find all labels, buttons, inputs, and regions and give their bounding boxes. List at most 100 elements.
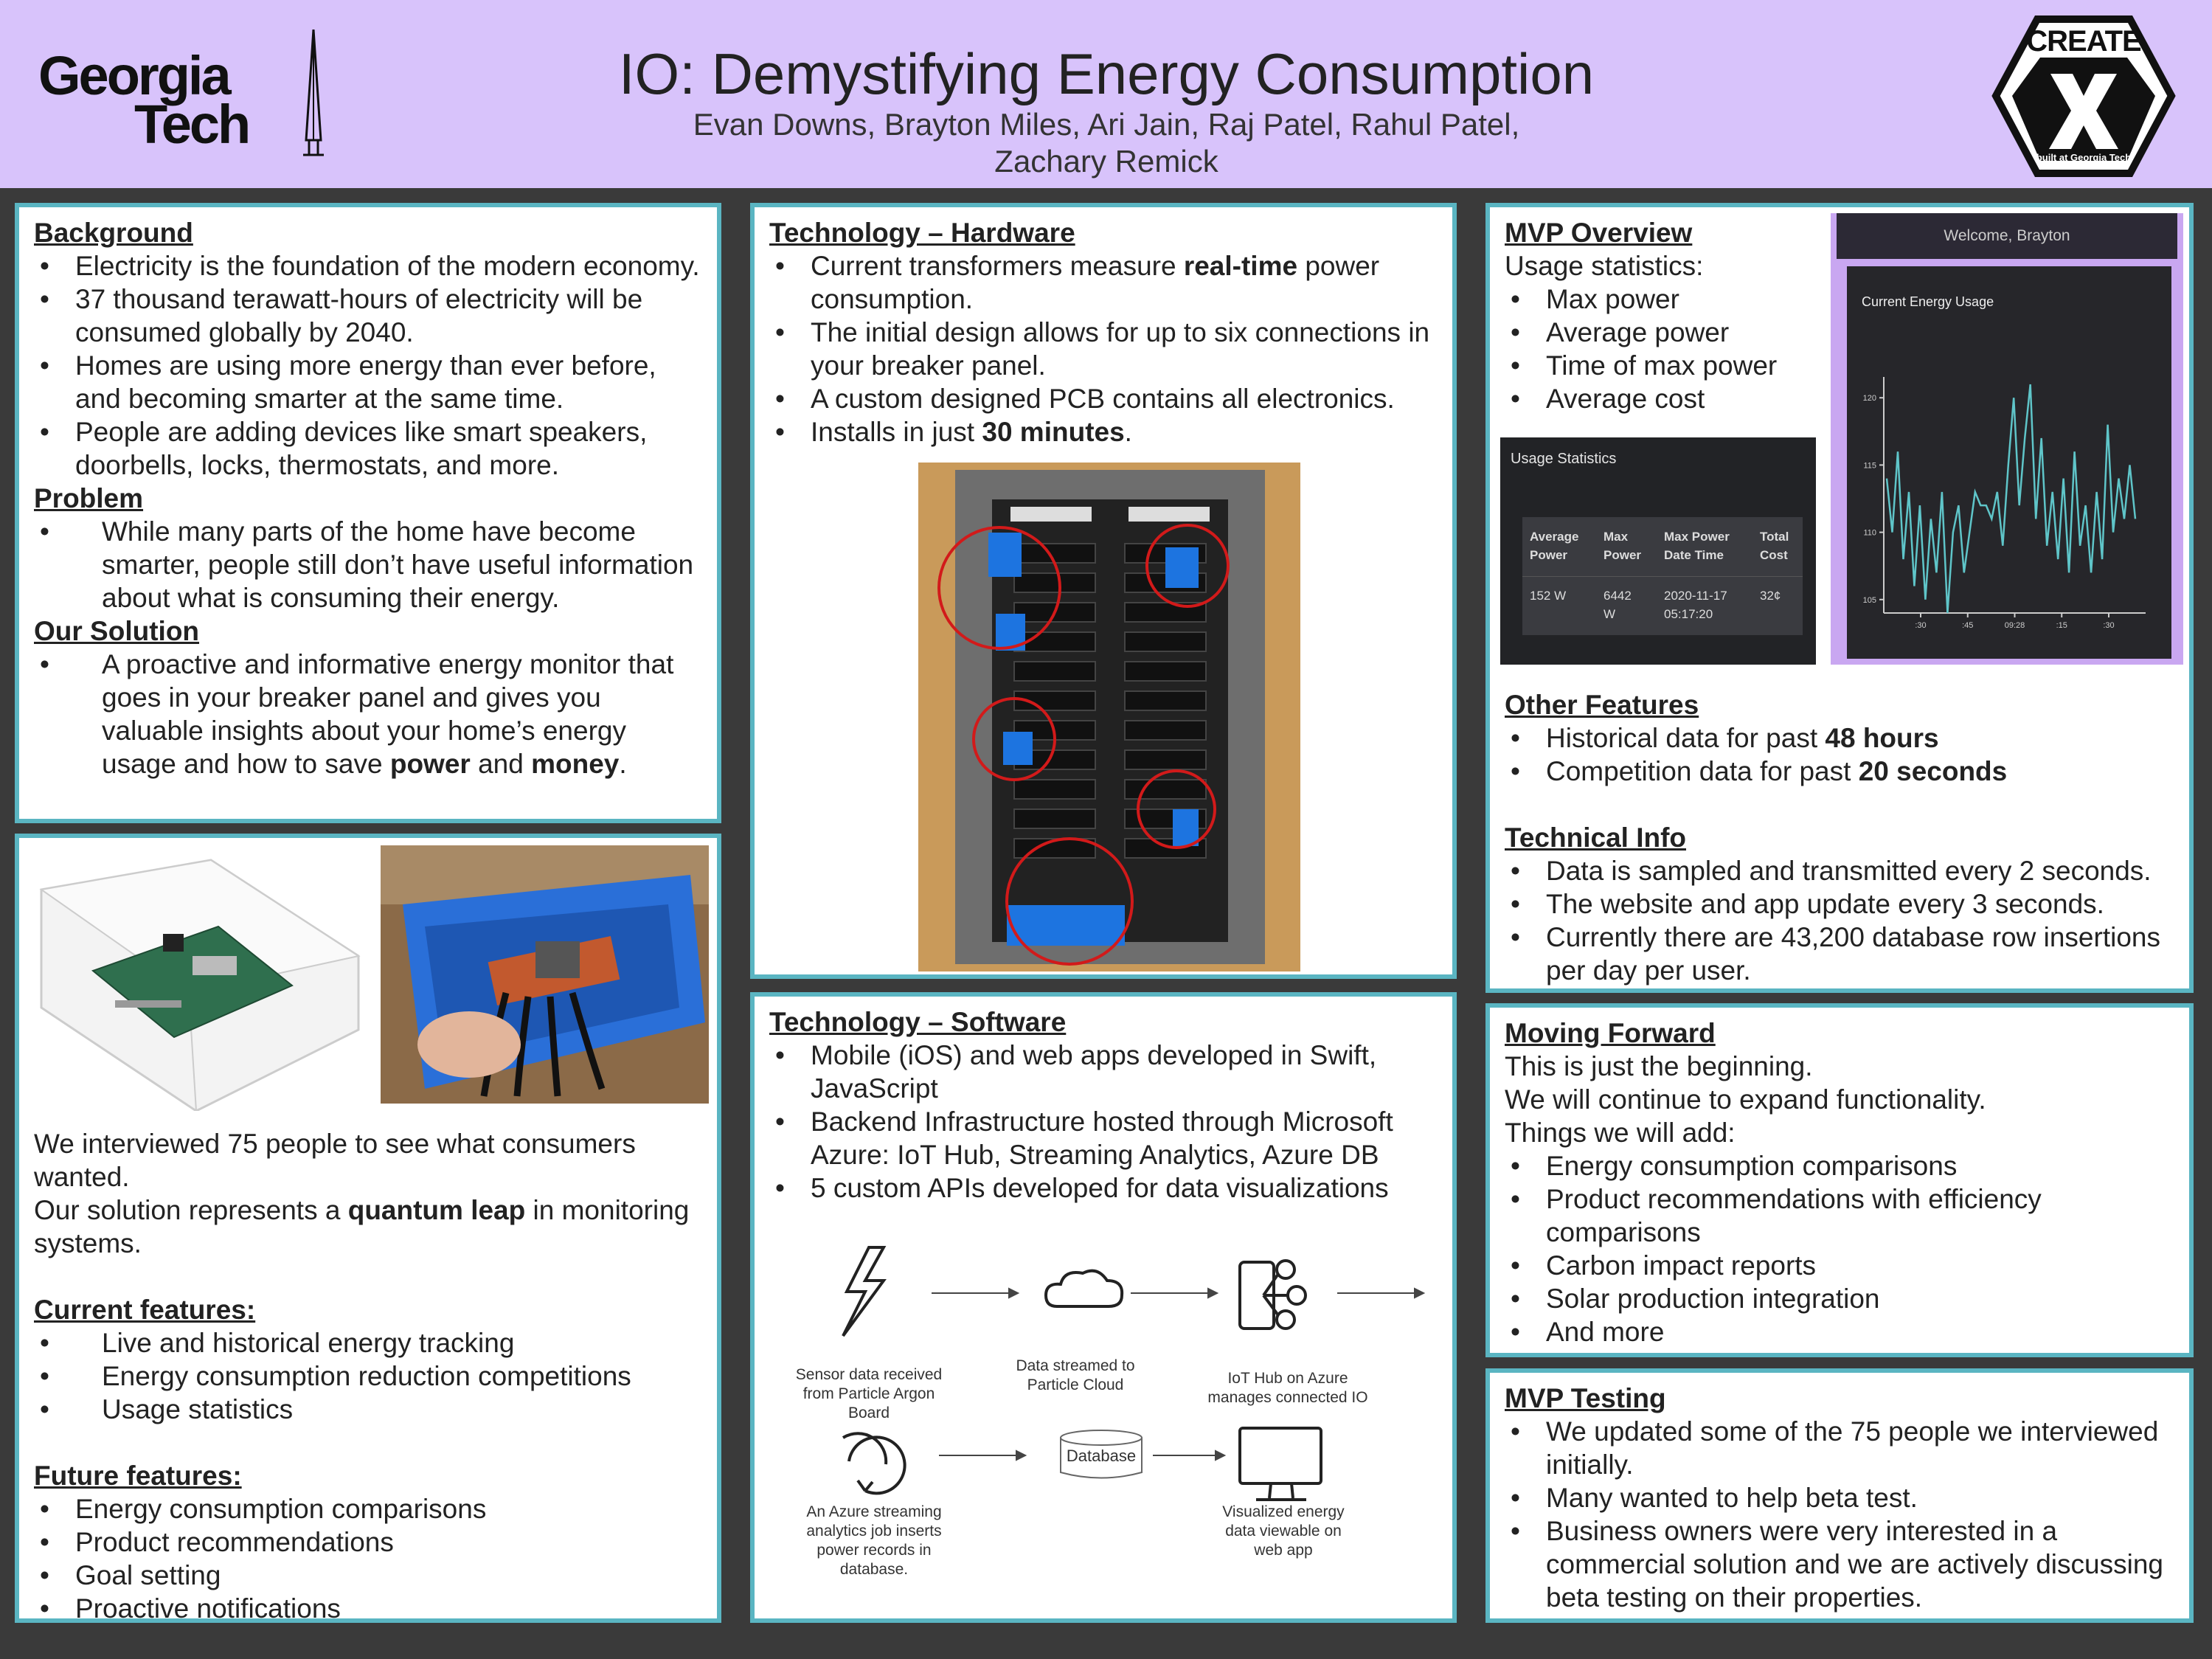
app-welcome-bar: Welcome, Brayton: [1837, 213, 2177, 259]
app-screenshot: Welcome, Brayton Current Energy Usage 10…: [1831, 213, 2183, 665]
x-tick-label: :15: [2056, 621, 2067, 630]
interview-text: We interviewed 75 people to see what con…: [34, 1129, 636, 1192]
list-item: Installs in just 30 minutes.: [769, 415, 1438, 448]
list-item: Proactive notifications: [34, 1592, 702, 1625]
other-bold-20-seconds: 20 seconds: [1858, 756, 2008, 786]
current-features-list: Live and historical energy tracking Ener…: [34, 1326, 702, 1426]
poster-header: Georgia Tech IO: Demystifying Energy Con…: [0, 0, 2212, 188]
y-tick-label: 115: [1863, 461, 1876, 470]
enclosure-render: [27, 845, 373, 1111]
list-item: Carbon impact reports: [1505, 1249, 2174, 1282]
list-item: Live and historical energy tracking: [34, 1326, 702, 1360]
list-item: Data is sampled and transmitted every 2 …: [1505, 854, 2174, 887]
header-cell-line: Max: [1603, 530, 1629, 544]
header-cell-line: Total: [1760, 530, 1789, 544]
georgia-tech-logo: Georgia Tech: [37, 30, 347, 162]
hardware-list: Current transformers measure real-time p…: [769, 249, 1438, 448]
solution-bold-money: money: [531, 749, 620, 779]
hw-text: Current transformers measure: [811, 251, 1184, 281]
breaker-panel-photo: [918, 463, 1300, 971]
device-photo: [381, 845, 709, 1104]
future-features-list: Energy consumption comparisons Product r…: [34, 1492, 702, 1625]
poster-authors: Evan Downs, Brayton Miles, Ari Jain, Raj…: [693, 107, 1520, 179]
list-item: The initial design allows for up to six …: [769, 316, 1438, 382]
other-text: Historical data for past: [1546, 723, 1826, 753]
create-logo-subtitle: built at Georgia Tech: [2036, 152, 2132, 163]
mvp-intro: Usage statistics:: [1505, 251, 1704, 281]
list-item: The website and app update every 3 secon…: [1505, 887, 2174, 921]
problem-list: While many parts of the home have become…: [34, 515, 702, 614]
technical-info-heading: Technical Info: [1505, 822, 1687, 853]
moving-forward-heading: Moving Forward: [1505, 1018, 1716, 1048]
list-item: Energy consumption comparisons: [1505, 1149, 2174, 1182]
y-tick-label: 110: [1863, 529, 1876, 538]
x-tick-label: :30: [2103, 621, 2114, 630]
features-panel: We interviewed 75 people to see what con…: [15, 834, 721, 1625]
mvp-heading: MVP Overview: [1505, 218, 1693, 248]
solution-bold-power: power: [389, 749, 471, 779]
mvp-testing-heading: MVP Testing: [1505, 1383, 1666, 1413]
device-enclosure-image: [39, 859, 361, 1111]
list-item: Energy consumption reduction competition…: [34, 1360, 702, 1393]
flow-label-azure: An Azure streaming analytics job inserts…: [806, 1503, 942, 1578]
list-item: 37 thousand terawatt-hours of electricit…: [34, 283, 702, 349]
list-item: People are adding devices like smart spe…: [34, 415, 702, 482]
y-tick-label: 105: [1863, 596, 1876, 605]
cell-line: 6442: [1603, 589, 1632, 603]
list-item: Energy consumption comparisons: [34, 1492, 702, 1525]
refresh-icon: [842, 1432, 906, 1495]
flow-label-sensor: Sensor data received from Particle Argon…: [795, 1366, 943, 1421]
header-cell-line: Date Time: [1664, 548, 1724, 562]
leap-bold: quantum leap: [347, 1195, 526, 1225]
software-heading: Technology – Software: [769, 1007, 1067, 1037]
flow-label-iot: IoT Hub on Azure manages connected IO de…: [1207, 1370, 1368, 1409]
header-cell-line: Average: [1530, 530, 1579, 544]
cell-line: W: [1603, 607, 1616, 621]
list-item: A proactive and informative energy monit…: [34, 648, 702, 780]
software-list: Mobile (iOS) and web apps developed in S…: [769, 1039, 1438, 1205]
other-features-list: Historical data for past 48 hours Compet…: [1505, 721, 2174, 788]
flow-label-database: Database: [1066, 1447, 1137, 1465]
y-tick-label: 120: [1863, 394, 1876, 403]
list-item: 5 custom APIs developed for data visuali…: [769, 1171, 1438, 1205]
x-tick-label: :30: [1915, 621, 1926, 630]
lightning-icon: [842, 1246, 887, 1337]
list-item: Homes are using more energy than ever be…: [34, 349, 702, 415]
list-item: While many parts of the home have become…: [34, 515, 702, 614]
usage-statistics-title: Usage Statistics: [1511, 451, 1617, 467]
list-item: Mobile (iOS) and web apps developed in S…: [769, 1039, 1438, 1105]
leap-text-end: in monitoring systems.: [34, 1195, 690, 1258]
solution-text-and: and: [470, 749, 532, 779]
list-item: Business owners were very interested in …: [1505, 1514, 2174, 1614]
list-item: Currently there are 43,200 database row …: [1505, 921, 2174, 987]
header-cell-line: Max Power: [1664, 530, 1730, 544]
other-bold-48-hours: 48 hours: [1825, 723, 1939, 753]
device-hand-image: [381, 845, 709, 1104]
monitor-icon: [1238, 1427, 1322, 1485]
list-item: Many wanted to help beta test.: [1505, 1481, 2174, 1514]
hw-bold-realtime: real-time: [1183, 251, 1298, 281]
header-cell-line: Cost: [1760, 548, 1788, 562]
moving-line: Things we will add:: [1505, 1118, 1736, 1148]
mvp-list: Max power Average power Time of max powe…: [1505, 283, 2174, 415]
list-item: Product recommendations with efficiency …: [1505, 1182, 2174, 1249]
header-cell-line: Power: [1603, 548, 1642, 562]
list-item: Solar production integration: [1505, 1282, 2174, 1315]
list-item: Max power: [1505, 283, 2174, 316]
poster-title: IO: Demystifying Energy Consumption: [618, 41, 1595, 106]
solution-period: .: [619, 749, 627, 779]
breaker-panel-image: [918, 463, 1300, 971]
logo-word-georgia: Georgia: [38, 45, 232, 106]
flow-label-cloud: Data streamed to Particle Cloud: [1016, 1357, 1135, 1393]
x-tick-label: 09:28: [2005, 621, 2025, 630]
hw-text: Installs in just: [811, 417, 982, 447]
cell-line: 2020-11-17: [1664, 589, 1727, 603]
moving-line: This is just the beginning.: [1505, 1051, 1813, 1081]
